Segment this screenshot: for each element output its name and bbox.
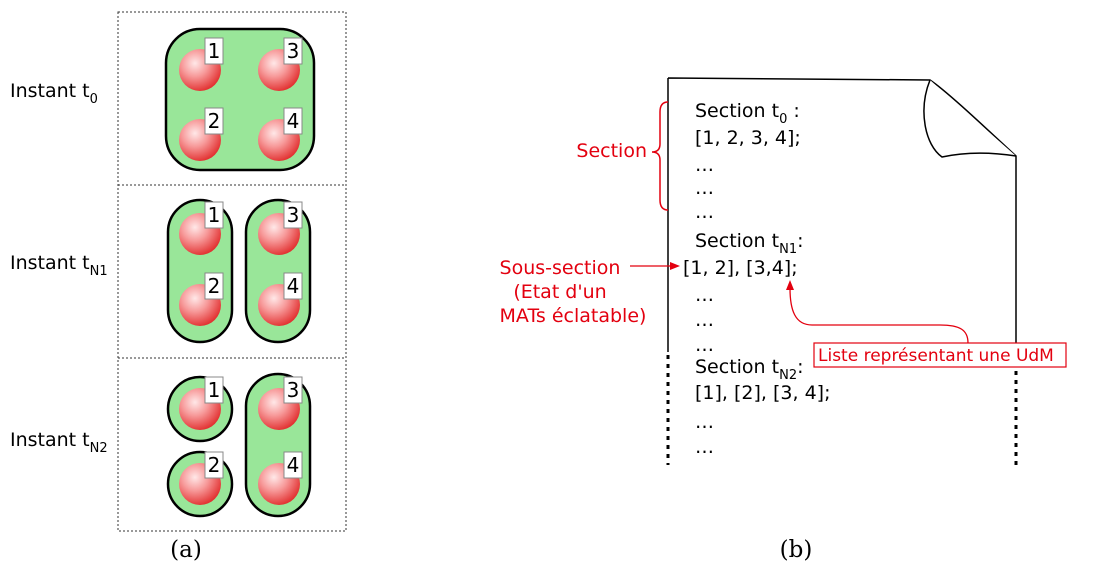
ball-number-box — [204, 201, 224, 229]
liste-arrowhead — [786, 280, 794, 290]
row-label-t0: Instant t0 — [10, 80, 98, 107]
ball-number: 1 — [208, 39, 221, 63]
doc-line: … — [695, 436, 714, 458]
annotation-liste: Liste représentant une UdM — [818, 346, 1054, 366]
row-label-tn1: Instant tN1 — [10, 252, 108, 279]
ball-number-box — [283, 376, 303, 404]
doc-line: … — [695, 177, 714, 199]
ball-number: 1 — [208, 378, 221, 402]
document-page — [667, 77, 1017, 360]
ball-number: 3 — [287, 203, 300, 227]
doc-line: … — [695, 411, 714, 433]
annotation-sous-section-1: Sous-section — [500, 257, 621, 279]
doc-line: … — [695, 334, 714, 356]
ball-number-box — [204, 107, 224, 135]
caption-a: (a) — [170, 537, 202, 563]
ball-number-box — [283, 201, 303, 229]
doc-line: … — [695, 309, 714, 331]
ball-number: 4 — [287, 274, 300, 298]
liste-arrow — [789, 287, 969, 344]
ball-number-box — [283, 272, 303, 300]
annotation-sous-section-2: (Etat d'un — [513, 281, 606, 303]
page-fold-icon — [923, 79, 1017, 158]
panel-a-frame — [117, 11, 347, 532]
ball-number: 2 — [208, 109, 221, 133]
doc-line: … — [695, 201, 714, 223]
caption-b: (b) — [780, 537, 813, 563]
ball-number-box — [204, 451, 224, 479]
ball-number: 3 — [287, 39, 300, 63]
annotation-liste-box — [813, 342, 1067, 368]
annotation-sous-section-3: MATs éclatable) — [500, 305, 647, 327]
ball-number-box — [283, 451, 303, 479]
doc-line: [1], [2], [3, 4]; — [695, 382, 830, 404]
doc-line: … — [695, 284, 714, 306]
sous-section-arrowhead — [670, 262, 680, 270]
document-content: Section t0 : [1, 2, 3, 4]; … … … Section… — [683, 100, 830, 458]
panel-b: Section t0 : [1, 2, 3, 4]; … … … Section… — [500, 77, 1067, 563]
doc-line: [1, 2, 3, 4]; — [695, 127, 801, 149]
ball-number: 2 — [208, 274, 221, 298]
ball-number-box — [283, 37, 303, 65]
ball-number: 4 — [287, 109, 300, 133]
ball-number: 2 — [208, 453, 221, 477]
ball-number-box — [204, 376, 224, 404]
ball-number-box — [283, 107, 303, 135]
ball-number-box — [204, 37, 224, 65]
annotation-section: Section — [576, 140, 647, 162]
section-brace — [651, 101, 669, 211]
ball-number: 4 — [287, 453, 300, 477]
ball-number-box — [204, 272, 224, 300]
doc-line: Section t0 : — [695, 100, 800, 127]
doc-line: [1, 2], [3,4]; — [683, 257, 798, 279]
ball-number: 3 — [287, 378, 300, 402]
row-label-tn2: Instant tN2 — [10, 429, 108, 456]
balls: 1 3 2 4 1 3 2 4 1 3 2 4 — [179, 37, 303, 505]
doc-line: Section tN1: — [695, 230, 804, 257]
doc-line: … — [695, 154, 714, 176]
ball-number: 1 — [208, 203, 221, 227]
doc-line: Section tN2: — [695, 356, 804, 383]
